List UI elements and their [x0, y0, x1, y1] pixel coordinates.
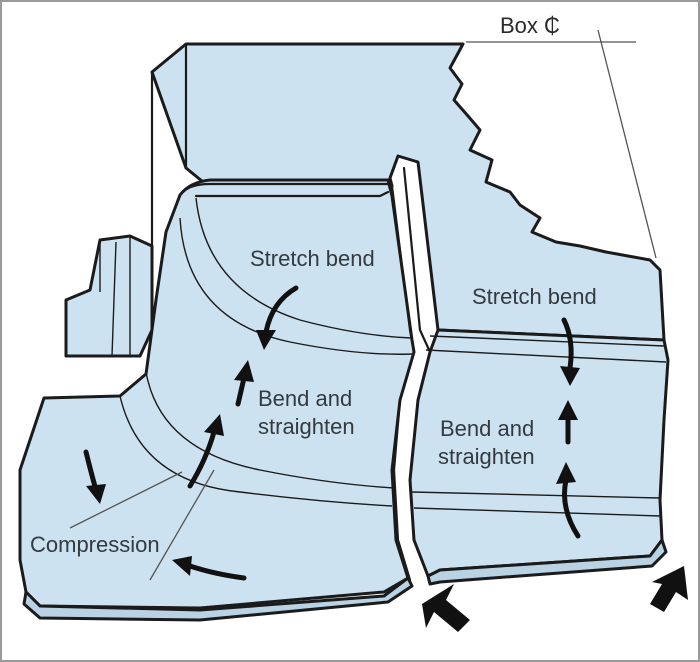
left-panel-top-lip	[178, 182, 392, 197]
bend-straighten-arrow-left-2-head	[204, 414, 224, 436]
compression-arrow-1-head	[86, 484, 106, 504]
right-panel-bottom-edge	[426, 538, 668, 586]
left-bend-line-4	[119, 395, 393, 507]
slot-edge-right	[402, 166, 432, 578]
right-bend-line-2	[425, 349, 667, 363]
stretch-bend-arrow-left-head	[256, 330, 276, 350]
compression-leader-1	[69, 471, 183, 529]
compression-label: Compression	[30, 532, 160, 557]
compression-leader-2	[149, 469, 215, 581]
right-bend-line-1	[429, 335, 665, 347]
stretch-bend-arrow-right-head	[560, 366, 580, 386]
bend-straighten-arrow-right-1-head	[558, 400, 578, 420]
left-panel-top-lip-inner	[194, 190, 390, 198]
stretch-bend-arrow-left	[263, 285, 299, 335]
left-bend-line-2	[179, 217, 413, 355]
left-panel-bottom-edge	[22, 576, 414, 622]
bend-straighten-label-right-1: Bend and	[440, 416, 534, 441]
left-side-flange	[64, 234, 154, 358]
side-flange-line-3	[111, 241, 117, 357]
bend-straighten-label-right-2: straighten	[438, 444, 535, 469]
left-bend-line-1	[195, 197, 413, 339]
bend-straighten-label-left-1: Bend and	[258, 386, 352, 411]
bend-straighten-label-left-2: straighten	[258, 414, 355, 439]
bend-straighten-arrow-left-2	[187, 429, 217, 489]
left-bend-line-3	[145, 371, 395, 489]
box-centerline-label: Box ₵	[500, 13, 560, 38]
stretch-bend-label-right: Stretch bend	[472, 284, 597, 309]
right-bend-line-3	[411, 491, 661, 499]
box-centerline-leader	[597, 29, 657, 259]
compression-arrow-2	[187, 563, 247, 581]
right-bend-line-4	[413, 507, 661, 517]
back-flange	[150, 42, 666, 342]
bend-straighten-arrow-right-2	[562, 477, 581, 539]
compression-arrow-2-head	[172, 556, 192, 576]
stretch-bend-arrow-right	[561, 317, 574, 371]
push-arrow-left	[422, 584, 470, 632]
bend-straighten-arrow-left-1	[235, 375, 247, 407]
bend-straighten-arrow-right-2-head	[556, 462, 576, 484]
bend-straighten-arrow-left-1-head	[234, 360, 254, 382]
stretch-bend-label-left: Stretch bend	[250, 246, 375, 271]
push-arrow-right	[650, 566, 688, 612]
slot-edge-left	[390, 184, 416, 582]
